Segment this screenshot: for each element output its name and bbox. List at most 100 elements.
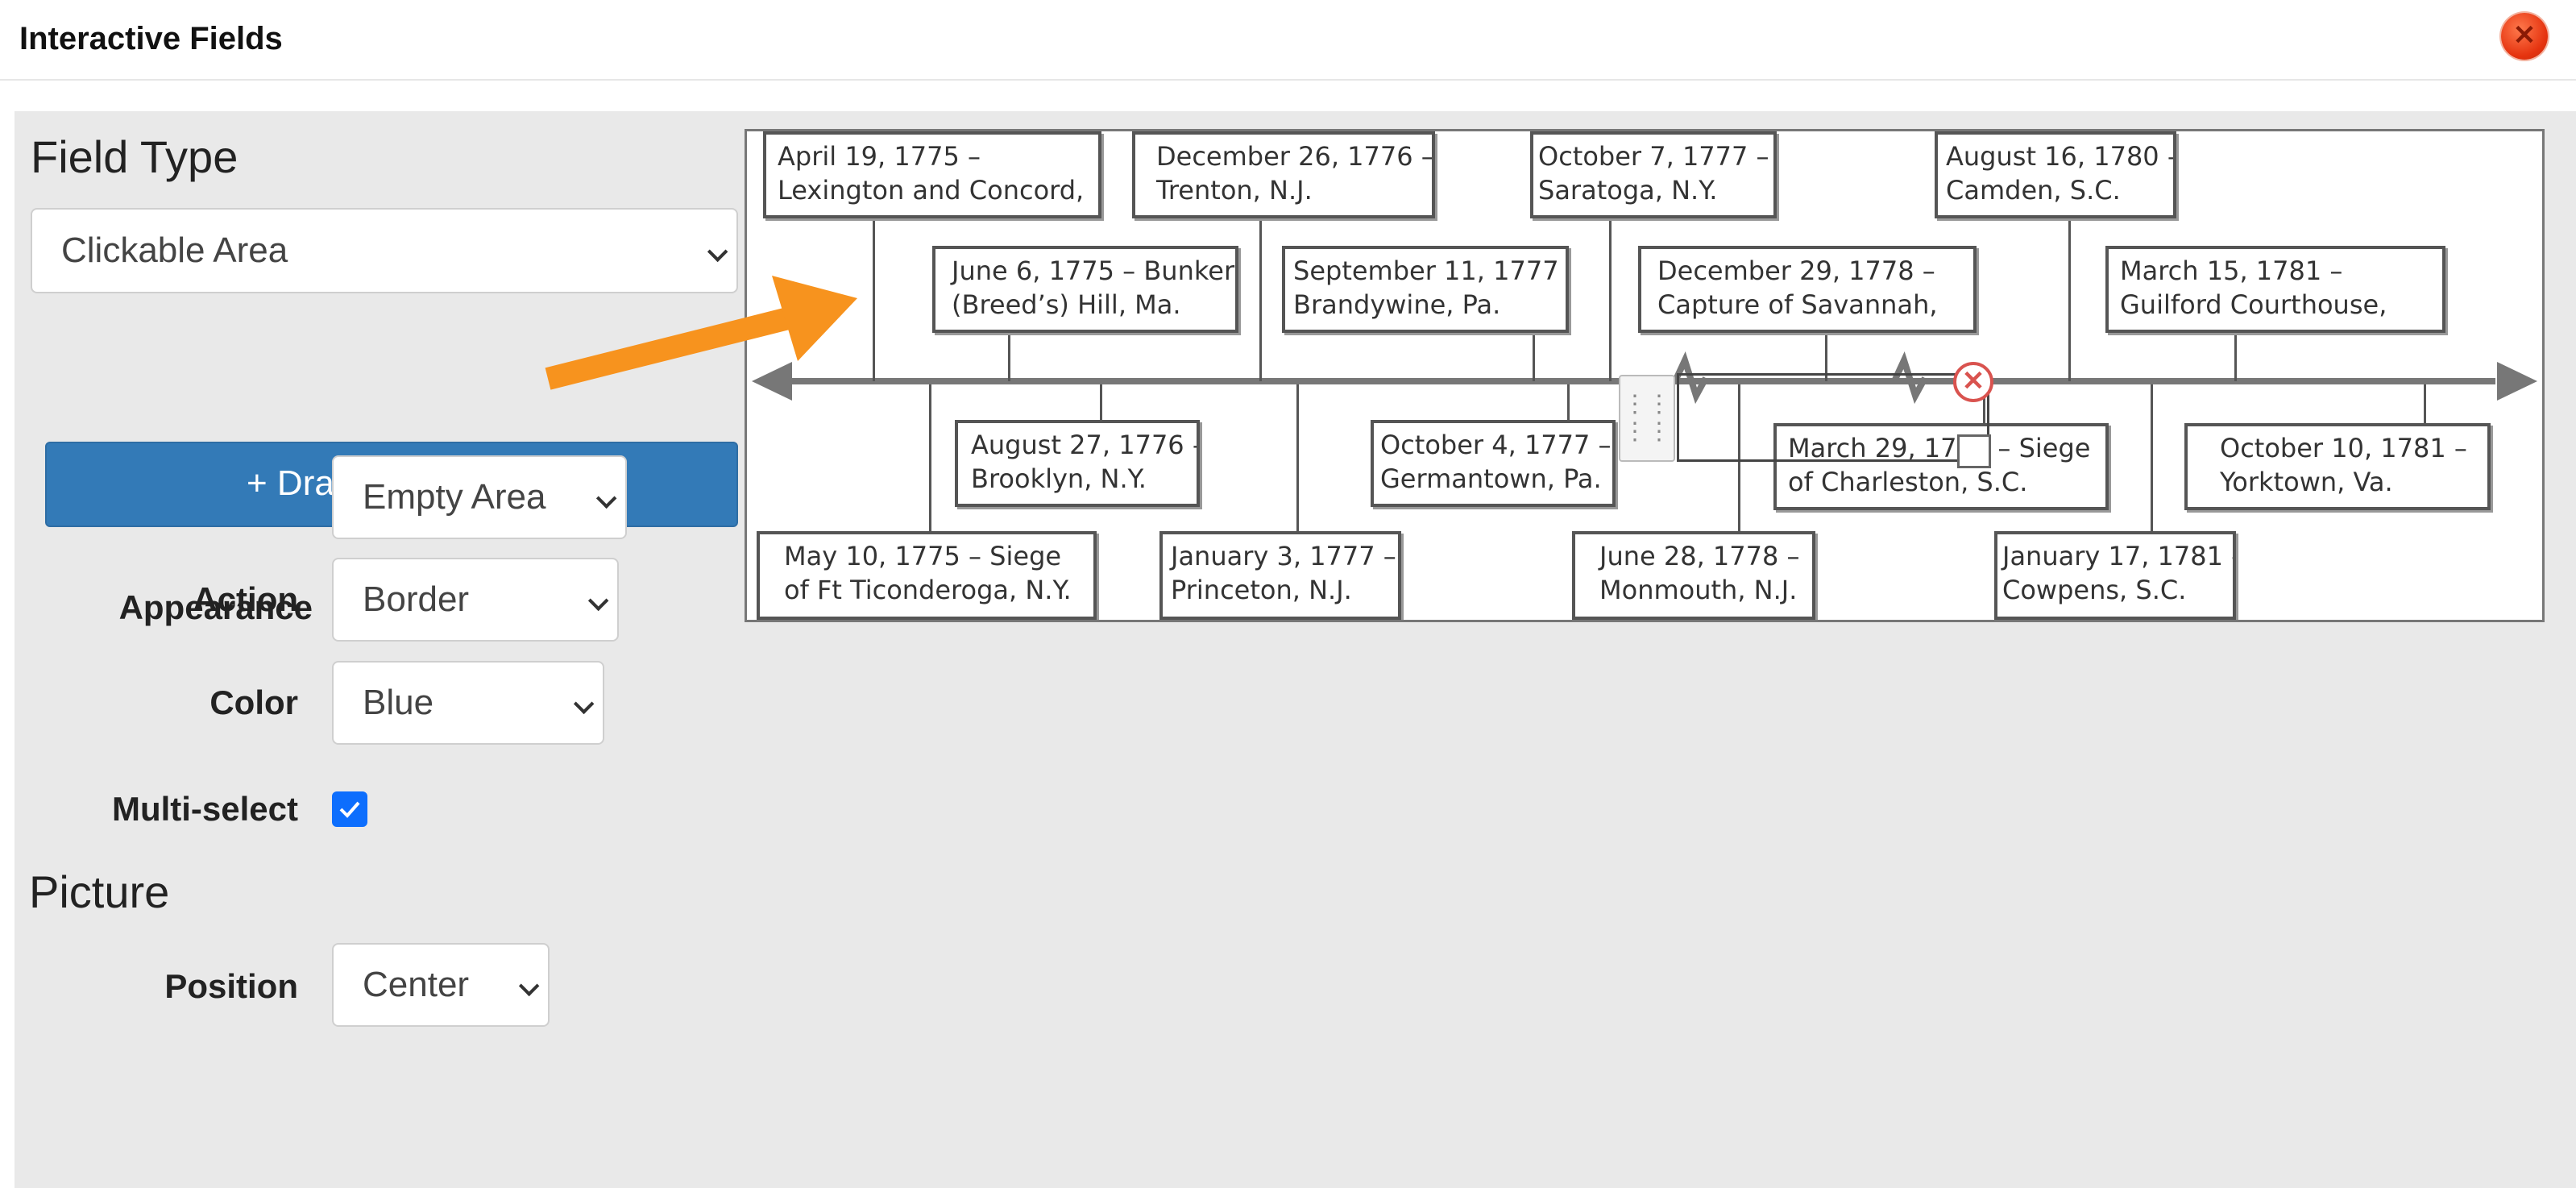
connector — [1008, 328, 1010, 381]
multiselect-label: Multi-select — [111, 790, 298, 828]
checkmark-icon — [339, 801, 360, 818]
timeline-event: March 15, 1781 – Guilford Courthouse, — [2105, 246, 2445, 333]
timeline-event: September 11, 1777 – Brandywine, Pa. — [1282, 246, 1569, 333]
event-line-1: March 29, 1780 – Siege — [1788, 433, 2091, 463]
connector — [1609, 212, 1612, 381]
event-line-2: Guilford Courthouse, — [2120, 289, 2387, 320]
connector — [1825, 328, 1827, 381]
position-select[interactable]: Center — [332, 943, 550, 1027]
event-line-2: Brooklyn, N.Y. — [971, 463, 1147, 494]
timeline-event: August 27, 1776 – Brooklyn, N.Y. — [955, 420, 1200, 507]
event-line-2: Capture of Savannah, — [1657, 289, 1938, 320]
chevron-down-icon — [587, 590, 609, 612]
position-label: Position — [164, 967, 298, 1005]
timeline-event: June 6, 1775 – Bunker (Breed’s) Hill, Ma… — [932, 246, 1238, 333]
event-line-2: Princeton, N.J. — [1171, 575, 1352, 605]
connector — [2234, 328, 2237, 381]
event-line-2: Germantown, Pa. — [1380, 463, 1602, 494]
connector — [1259, 212, 1262, 381]
position-value: Center — [363, 965, 470, 1004]
delete-field-icon[interactable]: ✕ — [1953, 362, 1993, 402]
event-line-2: Cowpens, S.C. — [2002, 575, 2187, 605]
dialog-title: Interactive Fields — [19, 21, 283, 56]
event-line-2: Brandywine, Pa. — [1293, 289, 1501, 320]
event-line-1: May 10, 1775 – Siege — [784, 541, 1062, 571]
timeline-picture[interactable]: April 19, 1775 – Lexington and Concord, … — [745, 129, 2545, 622]
connector — [1296, 384, 1299, 538]
axis-right-arrowhead — [2497, 362, 2537, 401]
timeline-event: June 28, 1778 – Monmouth, N.J. — [1572, 531, 1815, 620]
appearance-value: Empty Area — [363, 477, 546, 517]
event-line-1: October 7, 1777 – — [1538, 141, 1769, 172]
event-line-1: August 27, 1776 – — [971, 430, 1200, 460]
event-line-2: Yorktown, Va. — [2220, 467, 2393, 497]
event-line-2: Trenton, N.J. — [1156, 175, 1313, 206]
connector — [929, 384, 931, 538]
color-label: Color — [209, 683, 298, 721]
action-label: Action — [193, 580, 298, 618]
timeline-event: December 29, 1778 – Capture of Savannah, — [1638, 246, 1977, 333]
close-icon: ✕ — [2512, 20, 2537, 51]
chevron-down-icon — [573, 693, 595, 715]
field-resize-handle[interactable] — [1957, 434, 1991, 468]
event-line-2: Saratoga, N.Y. — [1538, 175, 1718, 206]
clickable-area-field[interactable] — [1677, 373, 1989, 462]
timeline-event: January 3, 1777 – Princeton, N.J. — [1159, 531, 1401, 620]
event-line-1: January 17, 1781 – — [2002, 541, 2236, 571]
connector — [2151, 384, 2153, 538]
connector — [2424, 384, 2426, 425]
color-select[interactable]: Blue — [332, 661, 604, 745]
event-line-1: October 4, 1777 – — [1380, 430, 1612, 460]
event-line-1: January 3, 1777 – — [1171, 541, 1396, 571]
timeline-canvas: April 19, 1775 – Lexington and Concord, … — [747, 131, 2542, 620]
event-line-1: September 11, 1777 – — [1293, 255, 1569, 286]
connector — [2068, 212, 2071, 381]
event-line-2: of Ft Ticonderoga, N.Y. — [784, 575, 1072, 605]
field-type-value: Clickable Area — [61, 231, 288, 270]
close-button[interactable]: ✕ — [2501, 13, 2548, 60]
event-line-1: August 16, 1780 – — [1946, 141, 2176, 172]
event-line-1: June 6, 1775 – Bunker — [952, 255, 1235, 286]
color-value: Blue — [363, 683, 434, 722]
picture-heading: Picture — [29, 866, 170, 917]
event-line-1: March 15, 1781 – — [2120, 255, 2343, 286]
timeline-event: October 4, 1777 – Germantown, Pa. — [1371, 420, 1616, 507]
field-type-select[interactable]: Clickable Area — [31, 208, 738, 293]
connector — [873, 212, 875, 381]
connector — [1567, 384, 1570, 425]
event-line-1: December 26, 1776 – — [1156, 141, 1434, 172]
timeline-event: January 17, 1781 – Cowpens, S.C. — [1994, 531, 2236, 620]
event-line-1: June 28, 1778 – — [1599, 541, 1800, 571]
event-line-2: (Breed’s) Hill, Ma. — [952, 289, 1181, 320]
timeline-event: March 29, 1780 – Siege of Charleston, S.… — [1773, 423, 2109, 510]
chevron-down-icon — [518, 975, 540, 997]
timeline-event: December 26, 1776 – Trenton, N.J. — [1132, 131, 1435, 218]
event-line-2: Lexington and Concord, — [778, 175, 1085, 206]
action-value: Border — [363, 579, 470, 619]
timeline-event: April 19, 1775 – Lexington and Concord, — [763, 131, 1101, 218]
event-line-1: December 29, 1778 – — [1657, 255, 1935, 286]
timeline-event: August 16, 1780 – Camden, S.C. — [1935, 131, 2176, 218]
connector — [1983, 384, 1985, 425]
action-select[interactable]: Border — [332, 558, 619, 642]
field-drag-handle[interactable]: ⋮⋮⋮⋮ — [1619, 375, 1675, 462]
event-line-2: Camden, S.C. — [1946, 175, 2121, 206]
axis-break-marks — [1672, 351, 1928, 405]
event-line-1: October 10, 1781 – — [2220, 433, 2467, 463]
connector — [1100, 384, 1102, 425]
multiselect-checkbox[interactable] — [332, 791, 367, 827]
event-line-2: of Charleston, S.C. — [1788, 467, 2028, 497]
appearance-select[interactable]: Empty Area — [332, 455, 627, 539]
timeline-event: October 10, 1781 – Yorktown, Va. — [2184, 423, 2491, 510]
chevron-down-icon — [595, 488, 617, 509]
field-type-heading: Field Type — [31, 131, 239, 182]
event-line-2: Monmouth, N.J. — [1599, 575, 1798, 605]
connector — [1533, 328, 1535, 381]
dialog-titlebar: Interactive Fields ✕ — [0, 0, 2576, 81]
appearance-label: Appearance — [118, 588, 313, 626]
timeline-event: May 10, 1775 – Siege of Ft Ticonderoga, … — [757, 531, 1097, 620]
timeline-event: October 7, 1777 – Saratoga, N.Y. — [1530, 131, 1777, 218]
event-line-1: April 19, 1775 – — [778, 141, 981, 172]
chevron-down-icon — [707, 241, 728, 263]
